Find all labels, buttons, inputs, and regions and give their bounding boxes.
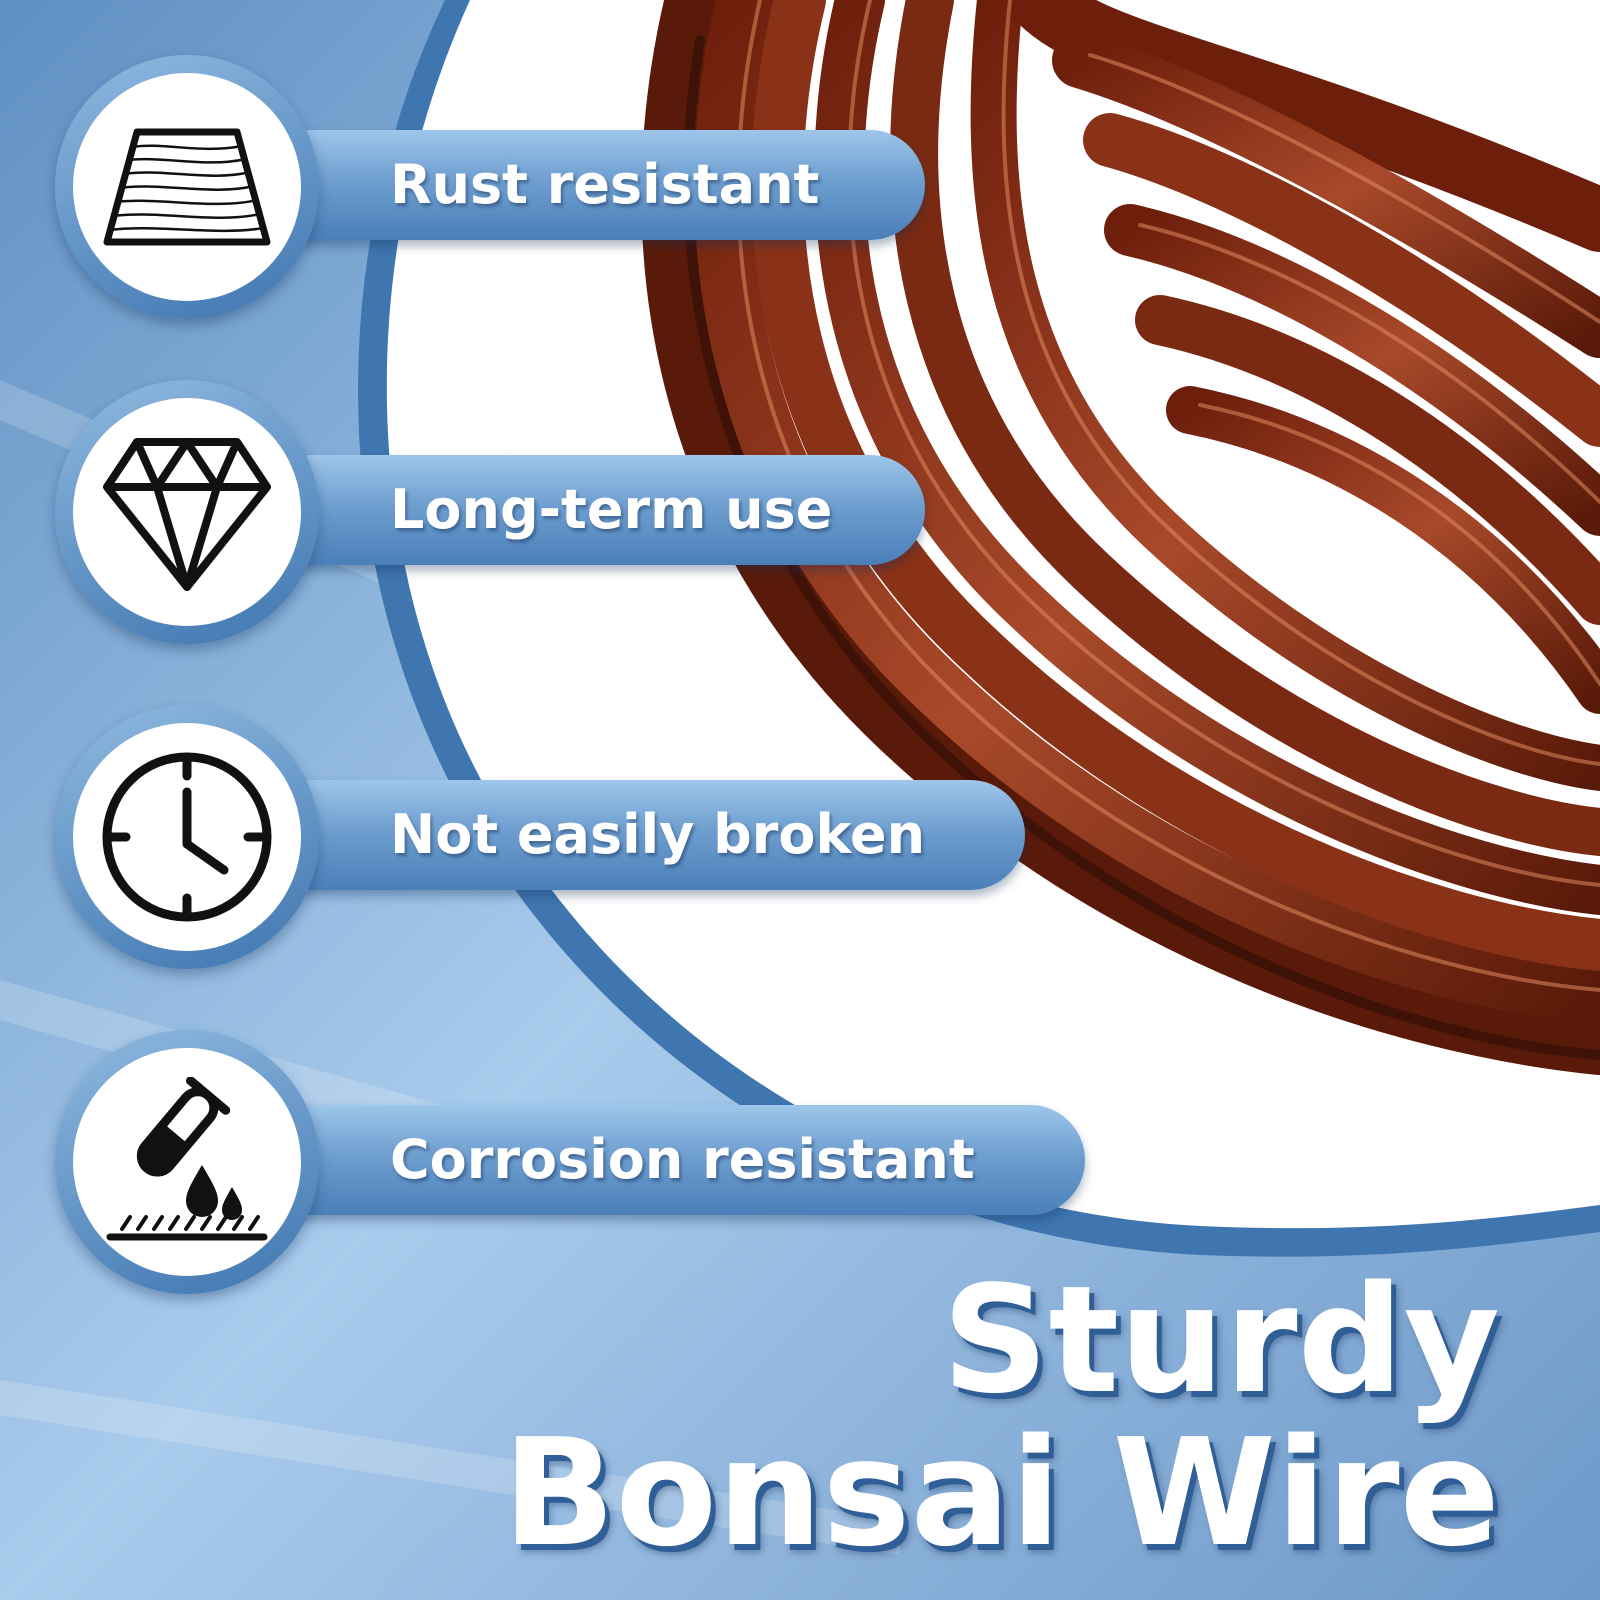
feature-badge (55, 380, 319, 644)
feature-badge (55, 705, 319, 969)
feature-label: Long-term use (390, 478, 833, 541)
test-tube-drops-icon (106, 1077, 268, 1241)
badge-inner-circle (73, 723, 301, 951)
badge-inner-circle (73, 398, 301, 626)
feature-long-term-use: Long-term use (55, 380, 1055, 644)
wire-coil-icon (103, 128, 271, 246)
feature-badge (55, 1030, 319, 1294)
feature-pill: Rust resistant (205, 130, 925, 240)
feature-corrosion-resistant: Corrosion resistant (55, 1030, 1085, 1294)
headline-line-2: Bonsai Wire (502, 1407, 1500, 1579)
headline-line-1: Sturdy (941, 1254, 1500, 1426)
feature-label: Rust resistant (390, 153, 820, 216)
feature-rust-resistant: Rust resistant (55, 55, 1055, 319)
feature-label: Corrosion resistant (390, 1128, 975, 1191)
diamond-icon (103, 438, 271, 591)
feature-label: Not easily broken (390, 803, 926, 866)
feature-pill: Corrosion resistant (205, 1105, 1085, 1215)
badge-inner-circle (73, 73, 301, 301)
clock-icon (102, 752, 272, 922)
feature-badge (55, 55, 319, 319)
feature-pill: Not easily broken (205, 780, 1025, 890)
feature-not-easily-broken: Not easily broken (55, 705, 1055, 969)
badge-inner-circle (73, 1048, 301, 1276)
feature-pill: Long-term use (205, 455, 925, 565)
